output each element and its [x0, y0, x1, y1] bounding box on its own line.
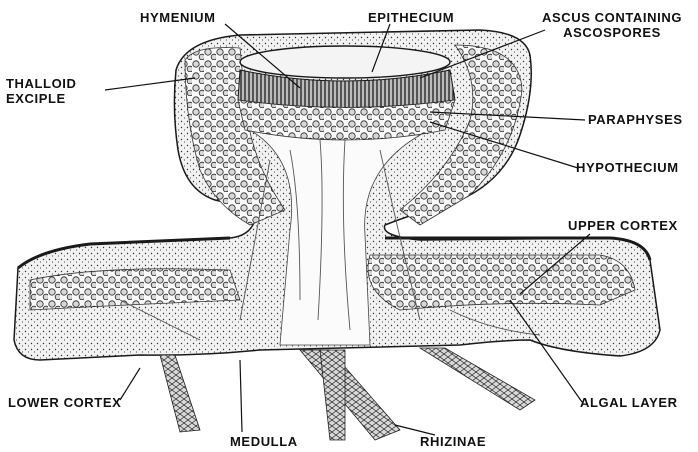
- label-thalloid-line2: EXCIPLE: [6, 91, 77, 106]
- label-thalloid-line1: THALLOID: [6, 76, 77, 91]
- leader-medulla: [240, 360, 242, 432]
- label-ascus: ASCUS CONTAINING ASCOSPORES: [528, 10, 696, 40]
- rhizina-right: [420, 348, 535, 410]
- rhizina-center: [300, 350, 400, 440]
- label-upper-cortex: UPPER CORTEX: [568, 218, 678, 233]
- label-ascus-line1: ASCUS CONTAINING: [528, 10, 696, 25]
- label-lower-cortex: LOWER CORTEX: [8, 395, 121, 410]
- label-medulla: MEDULLA: [230, 434, 298, 449]
- apothecium-disc: [240, 46, 450, 78]
- algal-layer-right: [368, 255, 635, 310]
- label-ascus-line2: ASCOSPORES: [528, 25, 696, 40]
- label-hymenium: HYMENIUM: [140, 10, 216, 25]
- leader-lower-cortex: [120, 368, 140, 400]
- label-paraphyses: PARAPHYSES: [588, 112, 683, 127]
- rhizina-branch: [320, 350, 345, 440]
- label-epithecium: EPITHECIUM: [368, 10, 454, 25]
- label-thalloid-exciple: THALLOID EXCIPLE: [6, 76, 77, 106]
- label-rhizinae: RHIZINAE: [420, 434, 486, 449]
- label-hypothecium: HYPOTHECIUM: [576, 160, 679, 175]
- rhizina-left: [160, 355, 200, 432]
- label-algal-layer: ALGAL LAYER: [580, 395, 678, 410]
